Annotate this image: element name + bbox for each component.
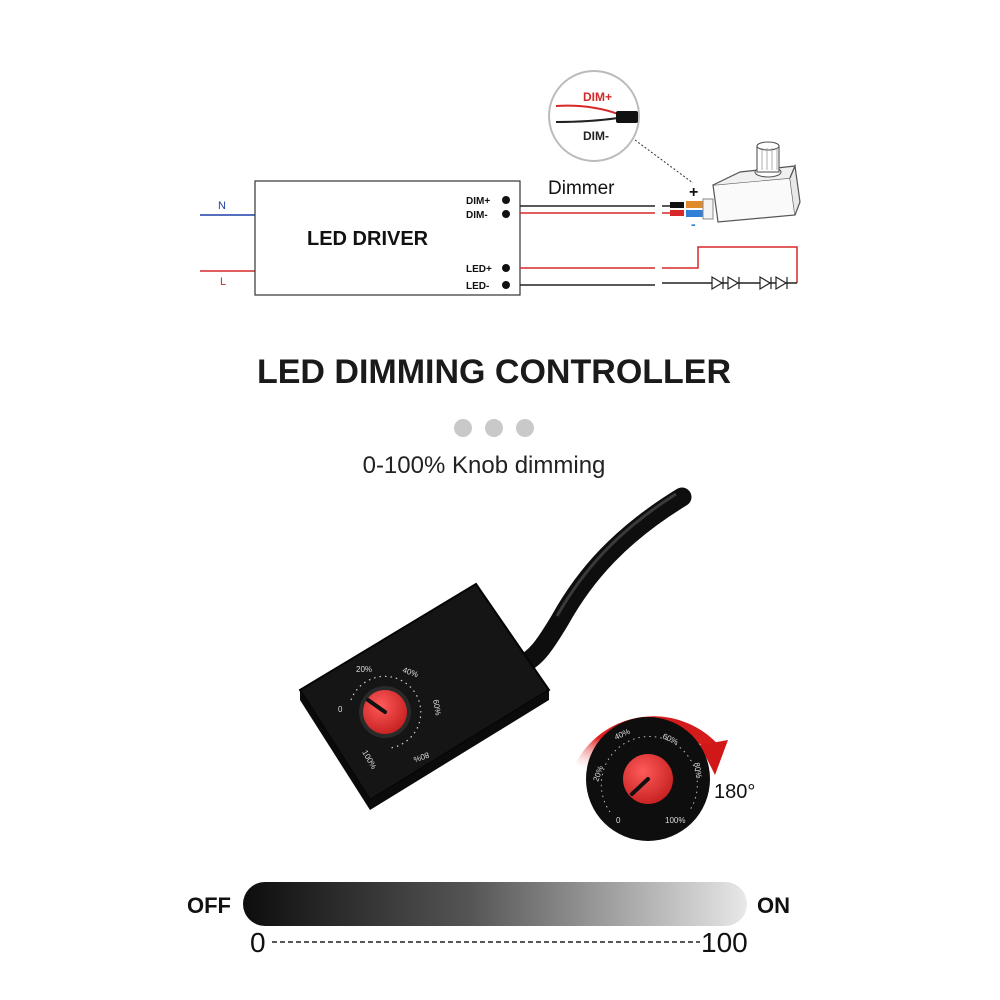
terminal-dot-led-plus [502,264,510,272]
terminal-dot-led-minus [502,281,510,289]
brightness-gradient-bar [243,882,747,926]
live-label: L [220,276,226,288]
rotation-arrow-head [700,740,728,775]
range-min: 0 [250,927,266,958]
terminal-dim-plus: DIM+ [466,196,490,207]
terminal-led-plus: LED+ [466,264,492,275]
callout-circle [548,70,640,162]
diode-4 [775,275,788,291]
diode-2 [727,275,740,291]
device-scale-60: 60% [431,699,443,716]
rotation-scale-100: 100% [665,816,685,825]
polarity-plus: + [689,184,698,201]
device-cable [510,487,692,675]
connector-plug: + - [670,184,714,232]
rotation-scale-0: 0 [616,816,621,825]
led-plus-wire-out [662,246,798,283]
device-knob-pointer [366,698,387,714]
dimmer-label: Dimmer [548,178,615,199]
diode-1 [711,275,724,291]
brightness-range: OFF ON 0 100 [187,882,790,958]
rotation-knob-pointer [630,777,650,796]
led-diodes [711,275,788,291]
polarity-minus: - [691,216,696,232]
dimmer-module-icon [712,141,801,223]
rotation-scale-80: 80% [692,762,704,779]
led-driver-box [254,180,521,296]
terminal-dim-minus: DIM- [466,210,488,221]
neutral-label: N [218,200,226,212]
led-driver-title: LED DRIVER [307,228,429,250]
wire-callout: DIM+ DIM- [548,70,694,184]
callout-dim-plus: DIM+ [583,90,612,104]
callout-dim-minus: DIM- [583,129,609,143]
callout-leader [634,139,694,184]
rotation-detail: 0 20% 40% 60% 80% 100% 180° [574,716,755,841]
rotation-angle-label: 180° [714,781,755,803]
device-scale-0: 0 [338,705,343,714]
off-label: OFF [187,893,231,918]
terminal-dot-dim-plus [502,196,510,204]
terminal-led-minus: LED- [466,281,489,292]
on-label: ON [757,893,790,918]
range-max: 100 [701,927,748,958]
subtitle: 0-100% Knob dimming [363,452,606,479]
separator-dots [454,419,534,437]
diode-3 [759,275,772,291]
terminal-dot-dim-minus [502,210,510,218]
device-scale-20: 20% [356,665,372,674]
wiring-diagram: N L LED DRIVER DIM+ DIM- LED+ LED- Dimme… [200,70,801,296]
headline: LED DIMMING CONTROLLER [257,353,731,391]
dimmer-device: 0 20% 40% 60% 80% 100% [298,487,692,810]
